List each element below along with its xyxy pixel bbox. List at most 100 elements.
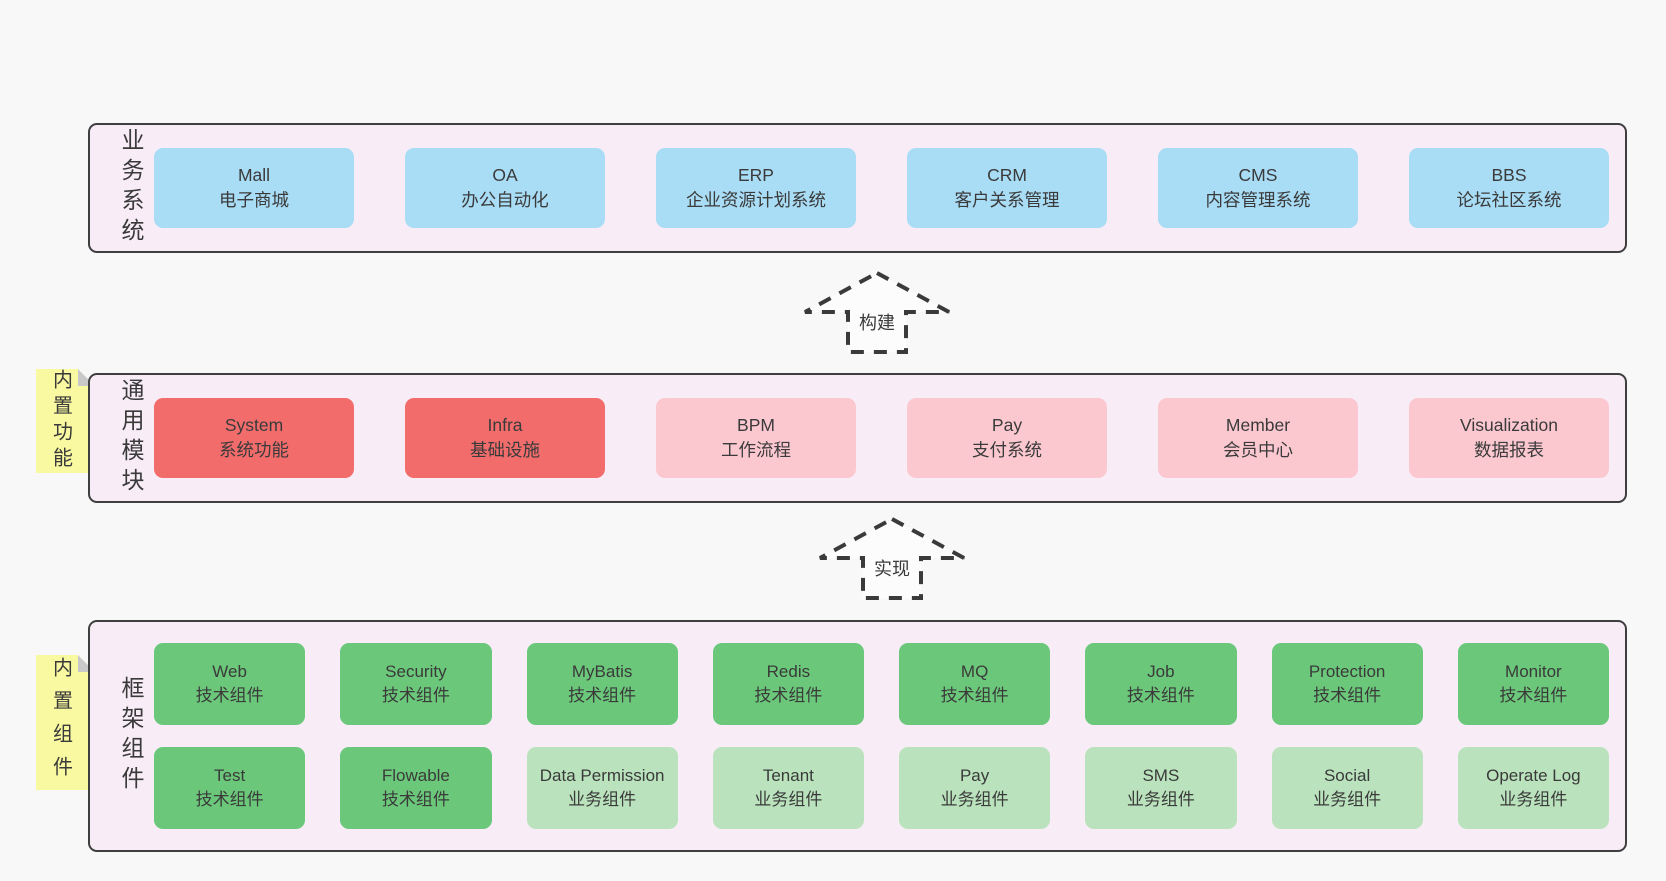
box-subtitle: 技术组件 [195,686,264,705]
box-operate-log: Operate Log 业务组件 [1457,747,1609,829]
box-tenant: Tenant 业务组件 [712,747,864,829]
box-subtitle: 办公自动化 [461,190,549,210]
box-subtitle: 业务组件 [1126,790,1195,809]
box-subtitle: 技术组件 [1499,686,1568,705]
box-infra: Infra 基础设施 [405,398,605,478]
framework-components-layer: 框架组件 Web 技术组件 Security 技术组件 MyBatis 技术组件… [88,620,1627,852]
box-title: Pay [991,415,1023,436]
box-security: Security 技术组件 [340,643,492,725]
box-subtitle: 论坛社区系统 [1456,190,1562,210]
box-pay: Pay 业务组件 [899,747,1051,829]
box-cms: CMS 内容管理系统 [1158,148,1358,228]
box-social: Social 业务组件 [1271,747,1423,829]
implement-arrow-label: 实现 [871,558,913,582]
box-title: SMS [1142,765,1180,785]
box-title: Visualization [1460,415,1558,436]
box-title: Redis [766,661,811,681]
component-rows: Web 技术组件 Security 技术组件 MyBatis 技术组件 Redi… [142,643,1625,829]
box-test: Test 技术组件 [154,747,306,829]
builtin-components-note: 内置组件 [36,655,95,790]
box-subtitle: 内容管理系统 [1205,190,1311,210]
common-modules-layer: 通用模块 System 系统功能 Infra 基础设施 BPM 工作流程 Pay… [88,373,1627,503]
box-web: Web 技术组件 [154,643,306,725]
box-subtitle: 会员中心 [1223,440,1293,460]
box-system: System 系统功能 [154,398,354,478]
box-title: CMS [1238,165,1278,186]
box-title: MyBatis [571,661,633,681]
component-row-1: Web 技术组件 Security 技术组件 MyBatis 技术组件 Redi… [154,643,1609,725]
box-subtitle: 企业资源计划系统 [686,190,826,210]
box-crm: CRM 客户关系管理 [907,148,1107,228]
module-boxes: System 系统功能 Infra 基础设施 BPM 工作流程 Pay 支付系统… [142,398,1625,478]
box-job: Job 技术组件 [1085,643,1237,725]
box-flowable: Flowable 技术组件 [340,747,492,829]
box-title: Infra [487,415,523,436]
box-monitor: Monitor 技术组件 [1457,643,1609,725]
box-title: Flowable [381,765,450,785]
box-subtitle: 电子商城 [219,190,289,210]
box-title: BPM [737,415,775,436]
box-oa: OA 办公自动化 [405,148,605,228]
build-arrow-label: 构建 [856,312,898,336]
box-title: System [224,415,284,436]
box-title: CRM [987,165,1027,186]
box-erp: ERP 企业资源计划系统 [656,148,856,228]
box-subtitle: 技术组件 [1126,686,1195,705]
box-title: Mall [237,165,271,186]
box-subtitle: 业务组件 [1313,790,1382,809]
box-protection: Protection 技术组件 [1271,643,1423,725]
box-title: MQ [960,661,989,681]
box-title: OA [492,165,518,186]
box-title: Social [1323,765,1371,785]
box-title: Monitor [1505,661,1562,681]
box-pay: Pay 支付系统 [907,398,1107,478]
box-title: Web [212,661,247,681]
box-subtitle: 技术组件 [1313,686,1382,705]
box-data-permission: Data Permission 业务组件 [526,747,678,829]
box-title: Operate Log [1486,765,1581,785]
box-title: Security [385,661,447,681]
box-title: BBS [1491,165,1527,186]
box-subtitle: 技术组件 [195,790,264,809]
component-row-2: Test 技术组件 Flowable 技术组件 Data Permission … [154,747,1609,829]
box-title: Test [214,765,246,785]
box-subtitle: 技术组件 [754,686,823,705]
box-subtitle: 系统功能 [219,440,289,460]
business-layer-label: 业务系统 [118,128,144,248]
box-subtitle: 技术组件 [381,790,450,809]
box-title: Data Permission [539,765,665,785]
box-subtitle: 支付系统 [972,440,1042,460]
box-title: Member [1225,415,1291,436]
builtin-functions-note-text: 内置功能 [49,369,72,473]
box-mybatis: MyBatis 技术组件 [526,643,678,725]
box-subtitle: 基础设施 [470,440,540,460]
box-member: Member 会员中心 [1158,398,1358,478]
business-boxes: Mall 电子商城 OA 办公自动化 ERP 企业资源计划系统 CRM 客户关系… [142,148,1625,228]
box-subtitle: 客户关系管理 [954,190,1060,210]
box-visualization: Visualization 数据报表 [1409,398,1609,478]
box-redis: Redis 技术组件 [712,643,864,725]
box-title: Pay [959,765,990,785]
builtin-components-note-text: 内置组件 [49,656,72,789]
box-subtitle: 工作流程 [721,440,791,460]
box-subtitle: 业务组件 [568,790,637,809]
components-layer-label: 框架组件 [118,676,144,796]
box-subtitle: 技术组件 [940,686,1009,705]
box-bpm: BPM 工作流程 [656,398,856,478]
box-subtitle: 数据报表 [1474,440,1544,460]
box-subtitle: 技术组件 [568,686,637,705]
box-mq: MQ 技术组件 [899,643,1051,725]
box-mall: Mall 电子商城 [154,148,354,228]
box-subtitle: 业务组件 [754,790,823,809]
box-sms: SMS 业务组件 [1085,747,1237,829]
box-subtitle: 技术组件 [381,686,450,705]
builtin-functions-note: 内置功能 [36,369,95,473]
business-systems-layer: 业务系统 Mall 电子商城 OA 办公自动化 ERP 企业资源计划系统 CRM… [88,123,1627,253]
modules-layer-label: 通用模块 [118,378,144,498]
box-title: Job [1147,661,1175,681]
box-title: ERP [738,165,774,186]
box-subtitle: 业务组件 [1499,790,1568,809]
box-title: Tenant [762,765,814,785]
box-title: Protection [1308,661,1386,681]
